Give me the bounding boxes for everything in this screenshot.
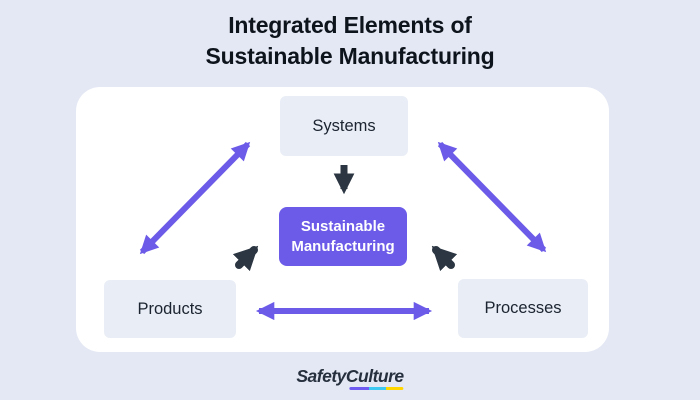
- node-systems: Systems: [280, 96, 408, 156]
- safetyculture-logo: SafetyCulture: [296, 366, 404, 390]
- node-center-label-line2: Manufacturing: [291, 237, 395, 255]
- logo-gradient-underline: [348, 387, 404, 390]
- node-processes: Processes: [458, 279, 588, 338]
- logo-culture-text: Culture: [345, 366, 404, 386]
- node-products-label: Products: [137, 299, 203, 318]
- node-processes-label: Processes: [484, 299, 562, 317]
- logo-safety-text: Safety: [296, 366, 346, 386]
- node-systems-label: Systems: [312, 116, 376, 135]
- node-sustainable-manufacturing: Sustainable Manufacturing: [279, 207, 407, 266]
- page-title-line2: Sustainable Manufacturing: [205, 43, 495, 69]
- logo-culture-wrap: Culture: [345, 366, 404, 390]
- page-title-line1: Integrated Elements of: [228, 12, 472, 38]
- node-center-label-line1: Sustainable: [300, 217, 386, 235]
- node-products: Products: [104, 280, 236, 338]
- page-title: Integrated Elements of Sustainable Manuf…: [0, 10, 700, 72]
